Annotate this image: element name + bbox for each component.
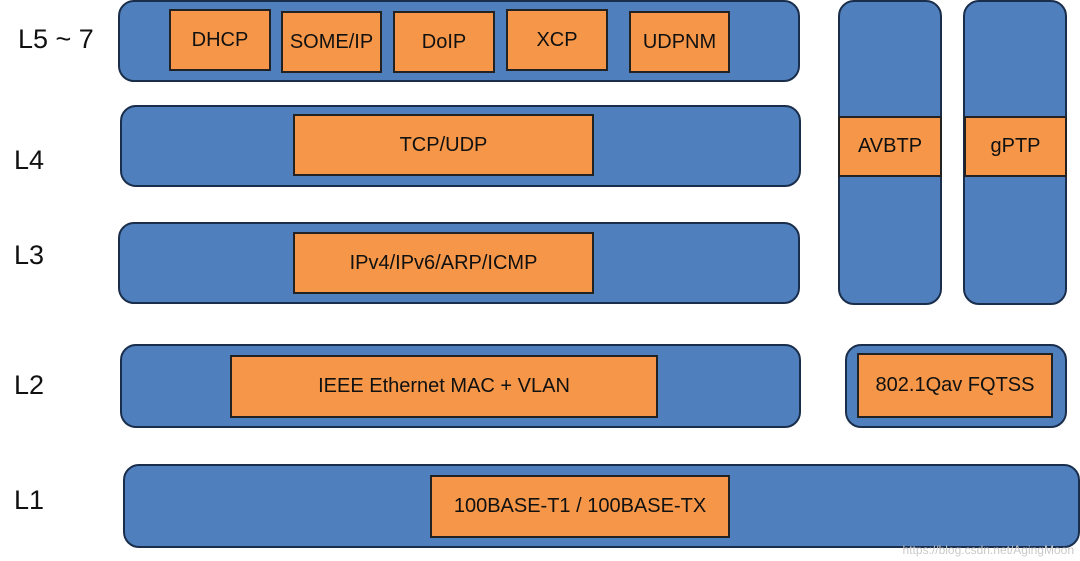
protocol-avbtp: AVBTP bbox=[838, 116, 942, 177]
protocol-ip: IPv4/IPv6/ARP/ICMP bbox=[293, 232, 594, 294]
layer-label-l3: L3 bbox=[14, 240, 45, 270]
protocol-ethernet-mac: IEEE Ethernet MAC + VLAN bbox=[230, 355, 658, 418]
protocol-doip: DoIP bbox=[393, 11, 495, 73]
protocol-xcp: XCP bbox=[506, 9, 608, 71]
protocol-tcp-udp: TCP/UDP bbox=[293, 114, 594, 176]
layer-label-l5-7: L5 ~ 7 bbox=[18, 24, 94, 54]
layer-label-l2: L2 bbox=[14, 370, 45, 400]
protocol-fqtss: 802.1Qav FQTSS bbox=[857, 353, 1053, 418]
layer-label-l4: L4 bbox=[14, 145, 45, 175]
protocol-dhcp: DHCP bbox=[169, 9, 271, 71]
protocol-someip: SOME/IP bbox=[281, 11, 382, 73]
protocol-udpnm: UDPNM bbox=[629, 11, 730, 73]
watermark-url: https://blog.csdn.net/AgingMoon bbox=[902, 543, 1074, 557]
protocol-phy: 100BASE-T1 / 100BASE-TX bbox=[430, 475, 730, 538]
protocol-gptp: gPTP bbox=[964, 116, 1067, 177]
layer-label-l1: L1 bbox=[14, 485, 45, 515]
